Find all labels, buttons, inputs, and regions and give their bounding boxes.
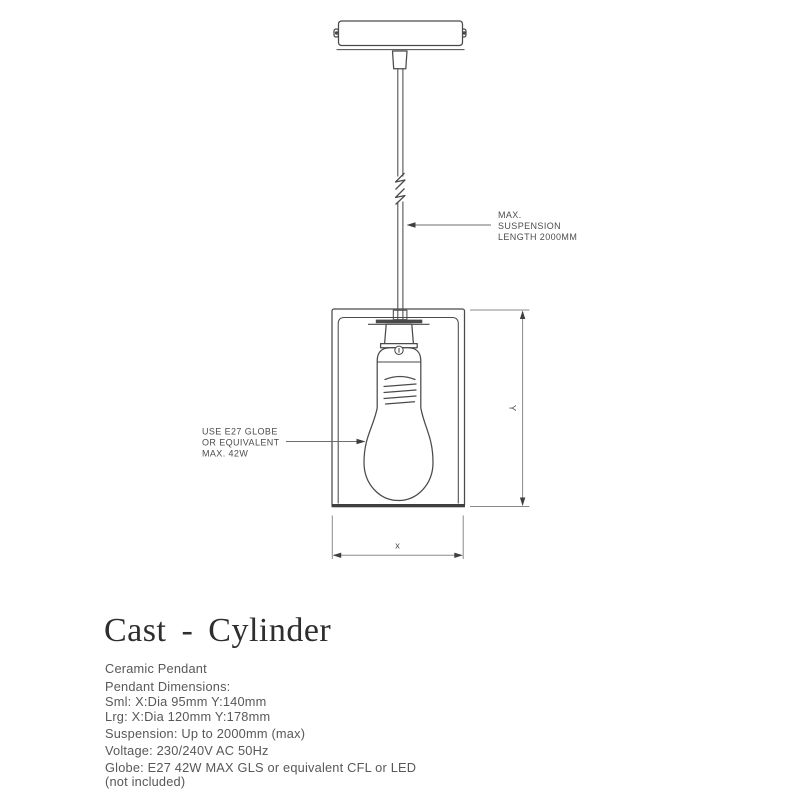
light-bulb <box>363 375 434 502</box>
canopy-cord-grip <box>391 50 408 70</box>
suspension-cord <box>394 68 406 310</box>
x-dimension-label: x <box>395 541 400 552</box>
y-dimension: Y <box>470 309 530 507</box>
spec-line-small: Sml: X:Dia 95mm Y:140mm <box>105 694 267 709</box>
y-dimension-label: Y <box>507 405 518 412</box>
canopy-right-screw-dot <box>462 31 466 35</box>
spec-line-suspension: Suspension: Up to 2000mm (max) <box>105 726 306 741</box>
x-arrow-left-icon <box>332 552 342 558</box>
suspension-arrowhead-icon <box>406 222 416 228</box>
socket-neck <box>383 323 415 345</box>
spec-line-not-included: (not included) <box>105 774 186 789</box>
globe-arrowhead-icon <box>356 438 366 445</box>
bulb-screw-thread <box>383 375 417 405</box>
product-subtitle: Ceramic Pendant <box>105 661 207 676</box>
canopy-body <box>337 20 464 47</box>
suspension-annotation: MAX. SUSPENSION LENGTH 2000MM <box>406 210 577 242</box>
bulb-glass <box>363 407 434 502</box>
spec-line-globe: Globe: E27 42W MAX GLS or equivalent CFL… <box>105 760 417 775</box>
spec-line-large: Lrg: X:Dia 120mm Y:178mm <box>105 709 271 724</box>
product-title: Cast - Cylinder <box>104 612 332 649</box>
canopy-left-screw-dot <box>334 31 339 35</box>
spec-line-dimensions-heading: Pendant Dimensions: <box>105 679 231 694</box>
globe-note-line3: MAX. 42W <box>202 449 248 459</box>
socket-flange <box>375 319 423 324</box>
x-arrow-right-icon <box>454 552 463 558</box>
globe-note-line1: USE E27 GLOBE <box>202 427 278 437</box>
suspension-note-line3: LENGTH 2000MM <box>498 232 577 242</box>
spec-line-voltage: Voltage: 230/240V AC 50Hz <box>105 743 269 758</box>
globe-annotation: USE E27 GLOBE OR EQUIVALENT MAX. 42W <box>202 427 366 459</box>
y-arrow-top-icon <box>519 310 526 319</box>
globe-note-line2: OR EQUIVALENT <box>202 438 280 448</box>
suspension-note-line2: SUSPENSION <box>498 221 561 231</box>
lamp-socket <box>368 319 430 408</box>
product-spec-block: Ceramic Pendant Pendant Dimensions: Sml:… <box>105 661 416 789</box>
pendant-technical-drawing: MAX. SUSPENSION LENGTH 2000MM <box>202 20 577 559</box>
y-arrow-bottom-icon <box>519 497 526 507</box>
ceiling-canopy <box>333 20 467 70</box>
x-dimension: x <box>331 515 464 559</box>
suspension-note-line1: MAX. <box>498 210 522 220</box>
cord-break-symbol <box>394 172 406 205</box>
